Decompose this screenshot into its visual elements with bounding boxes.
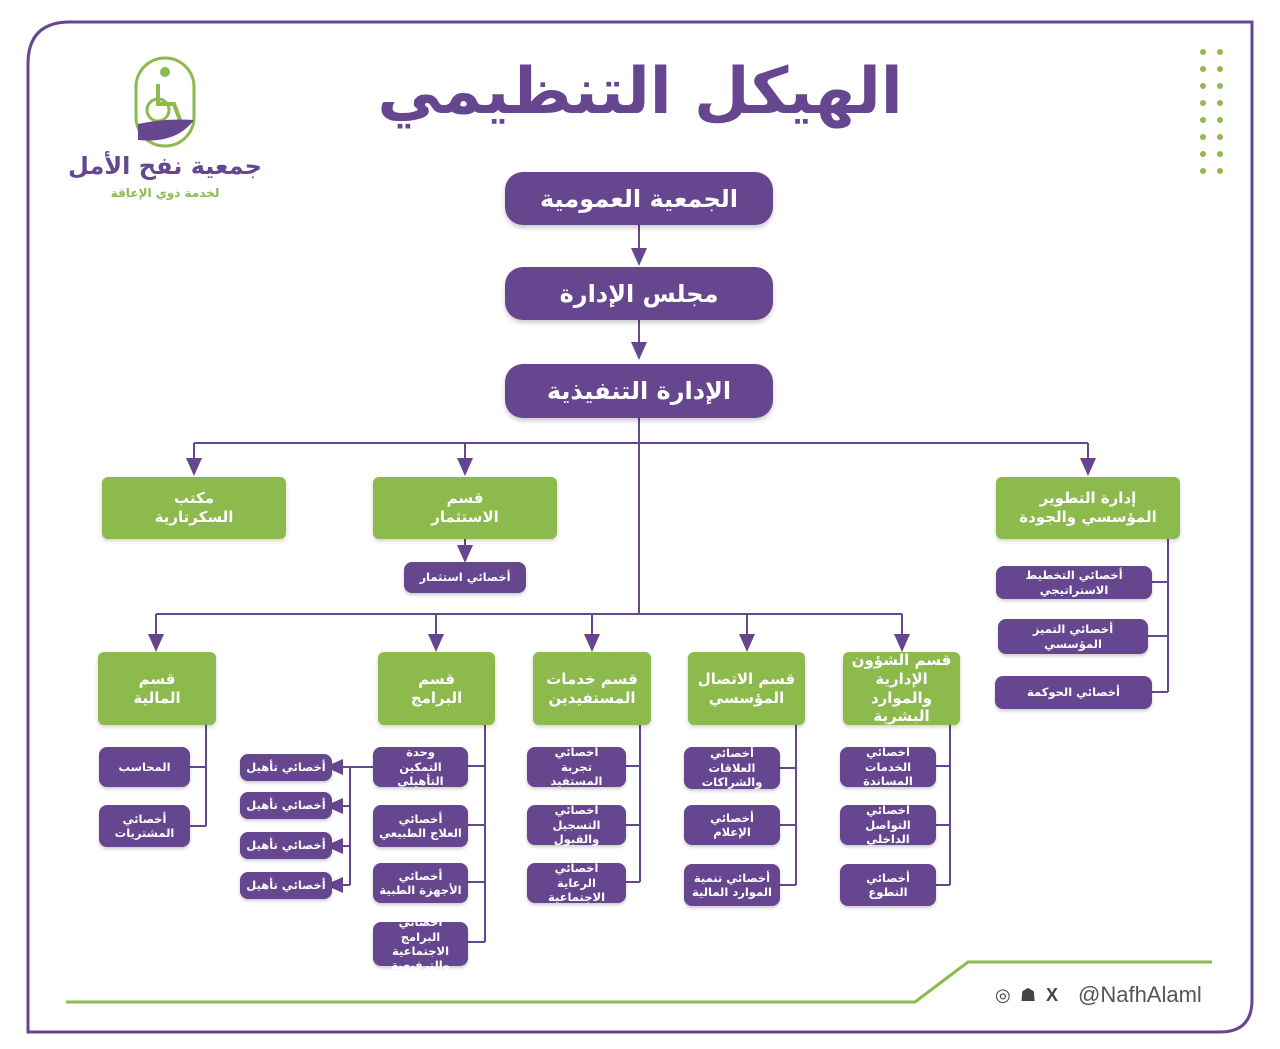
quality-staff-box: أخصائي التميز المؤسسي	[998, 619, 1148, 654]
finance-staff-box: أخصائي المشتريات	[99, 805, 190, 847]
x-icon[interactable]: X	[1046, 985, 1059, 1005]
instagram-icon[interactable]: ◎	[995, 985, 1011, 1006]
communication-staff-box: أخصائي العلاقات والشراكات	[684, 746, 780, 789]
communication-staff-box: أخصائي تنمية الموارد المالية	[684, 864, 780, 906]
beneficiaries-staff-box: أخصائي الرعاية الاجتماعية	[527, 861, 626, 904]
communication-dept-box: قسم الاتصال المؤسسي	[688, 652, 805, 725]
quality-staff-box: أخصائي التخطيط الاستراتيجي	[996, 566, 1152, 599]
rehab-staff-box: أخصائي تأهيل	[240, 872, 332, 899]
programs-staff-box: أخصائي البرامج الاجتماعية والترفيهية	[373, 915, 468, 972]
admin-hr-staff-box: أخصائي الخدمات المساندة	[840, 745, 936, 788]
rehab-staff-box: أخصائي تأهيل	[240, 754, 332, 781]
rehab-staff-box: أخصائي تأهيل	[240, 832, 332, 859]
logo-emblem	[134, 56, 196, 148]
logo-tagline: لخدمة ذوي الإعاقة	[110, 186, 220, 200]
programs-staff-box: أخصائي العلاج الطبيعي	[373, 805, 468, 847]
board-box: مجلس الإدارة	[505, 267, 773, 320]
social-handle[interactable]: @NafhAlaml	[1078, 982, 1202, 1007]
beneficiaries-staff-box: أخصائي تجربة المستفيد	[527, 745, 626, 788]
executive-box: الإدارة التنفيذية	[505, 364, 773, 418]
programs-staff-box: وحدة التمكين التأهيلي	[373, 745, 468, 788]
beneficiaries-dept-box: قسم خدمات المستفيدين	[533, 652, 651, 725]
finance-dept-box: قسم المالية	[98, 652, 216, 725]
dots-decoration	[1200, 49, 1223, 174]
programs-dept-box: قسم البرامج	[378, 652, 495, 725]
general-assembly-box: الجمعية العمومية	[505, 172, 773, 225]
finance-staff-box: المحاسب	[99, 747, 190, 787]
page-title: الهيكل التنظيمي	[377, 55, 903, 129]
footer-line	[66, 960, 1212, 1004]
beneficiaries-staff-box: أخصائي التسجيل والقبول	[527, 803, 626, 846]
secretariat-box: مكتب السكرتارية	[102, 477, 286, 539]
admin-hr-dept-box: قسم الشؤون الإدارية والموارد البشرية	[843, 651, 960, 725]
rehab-staff-box: أخصائي تأهيل	[240, 792, 332, 819]
frame-border	[26, 20, 1254, 1034]
quality-dept-box: إدارة التطوير المؤسسي والجودة	[996, 477, 1180, 539]
admin-hr-staff-box: أخصائي التواصل الداخلي	[840, 803, 936, 846]
snapchat-icon[interactable]: ☗	[1020, 985, 1037, 1006]
investment-staff-box: أخصائي استثمار	[404, 562, 526, 593]
communication-staff-box: أخصائي الإعلام	[684, 805, 780, 845]
programs-staff-box: أخصائي الأجهزة الطبية	[373, 863, 468, 903]
investment-dept-box: قسم الاستثمار	[373, 477, 557, 539]
quality-staff-box: أخصائي الحوكمة	[995, 676, 1152, 709]
admin-hr-staff-box: أخصائي التطوع	[840, 864, 936, 906]
logo-name: جمعية نفح الأمل	[68, 152, 262, 180]
